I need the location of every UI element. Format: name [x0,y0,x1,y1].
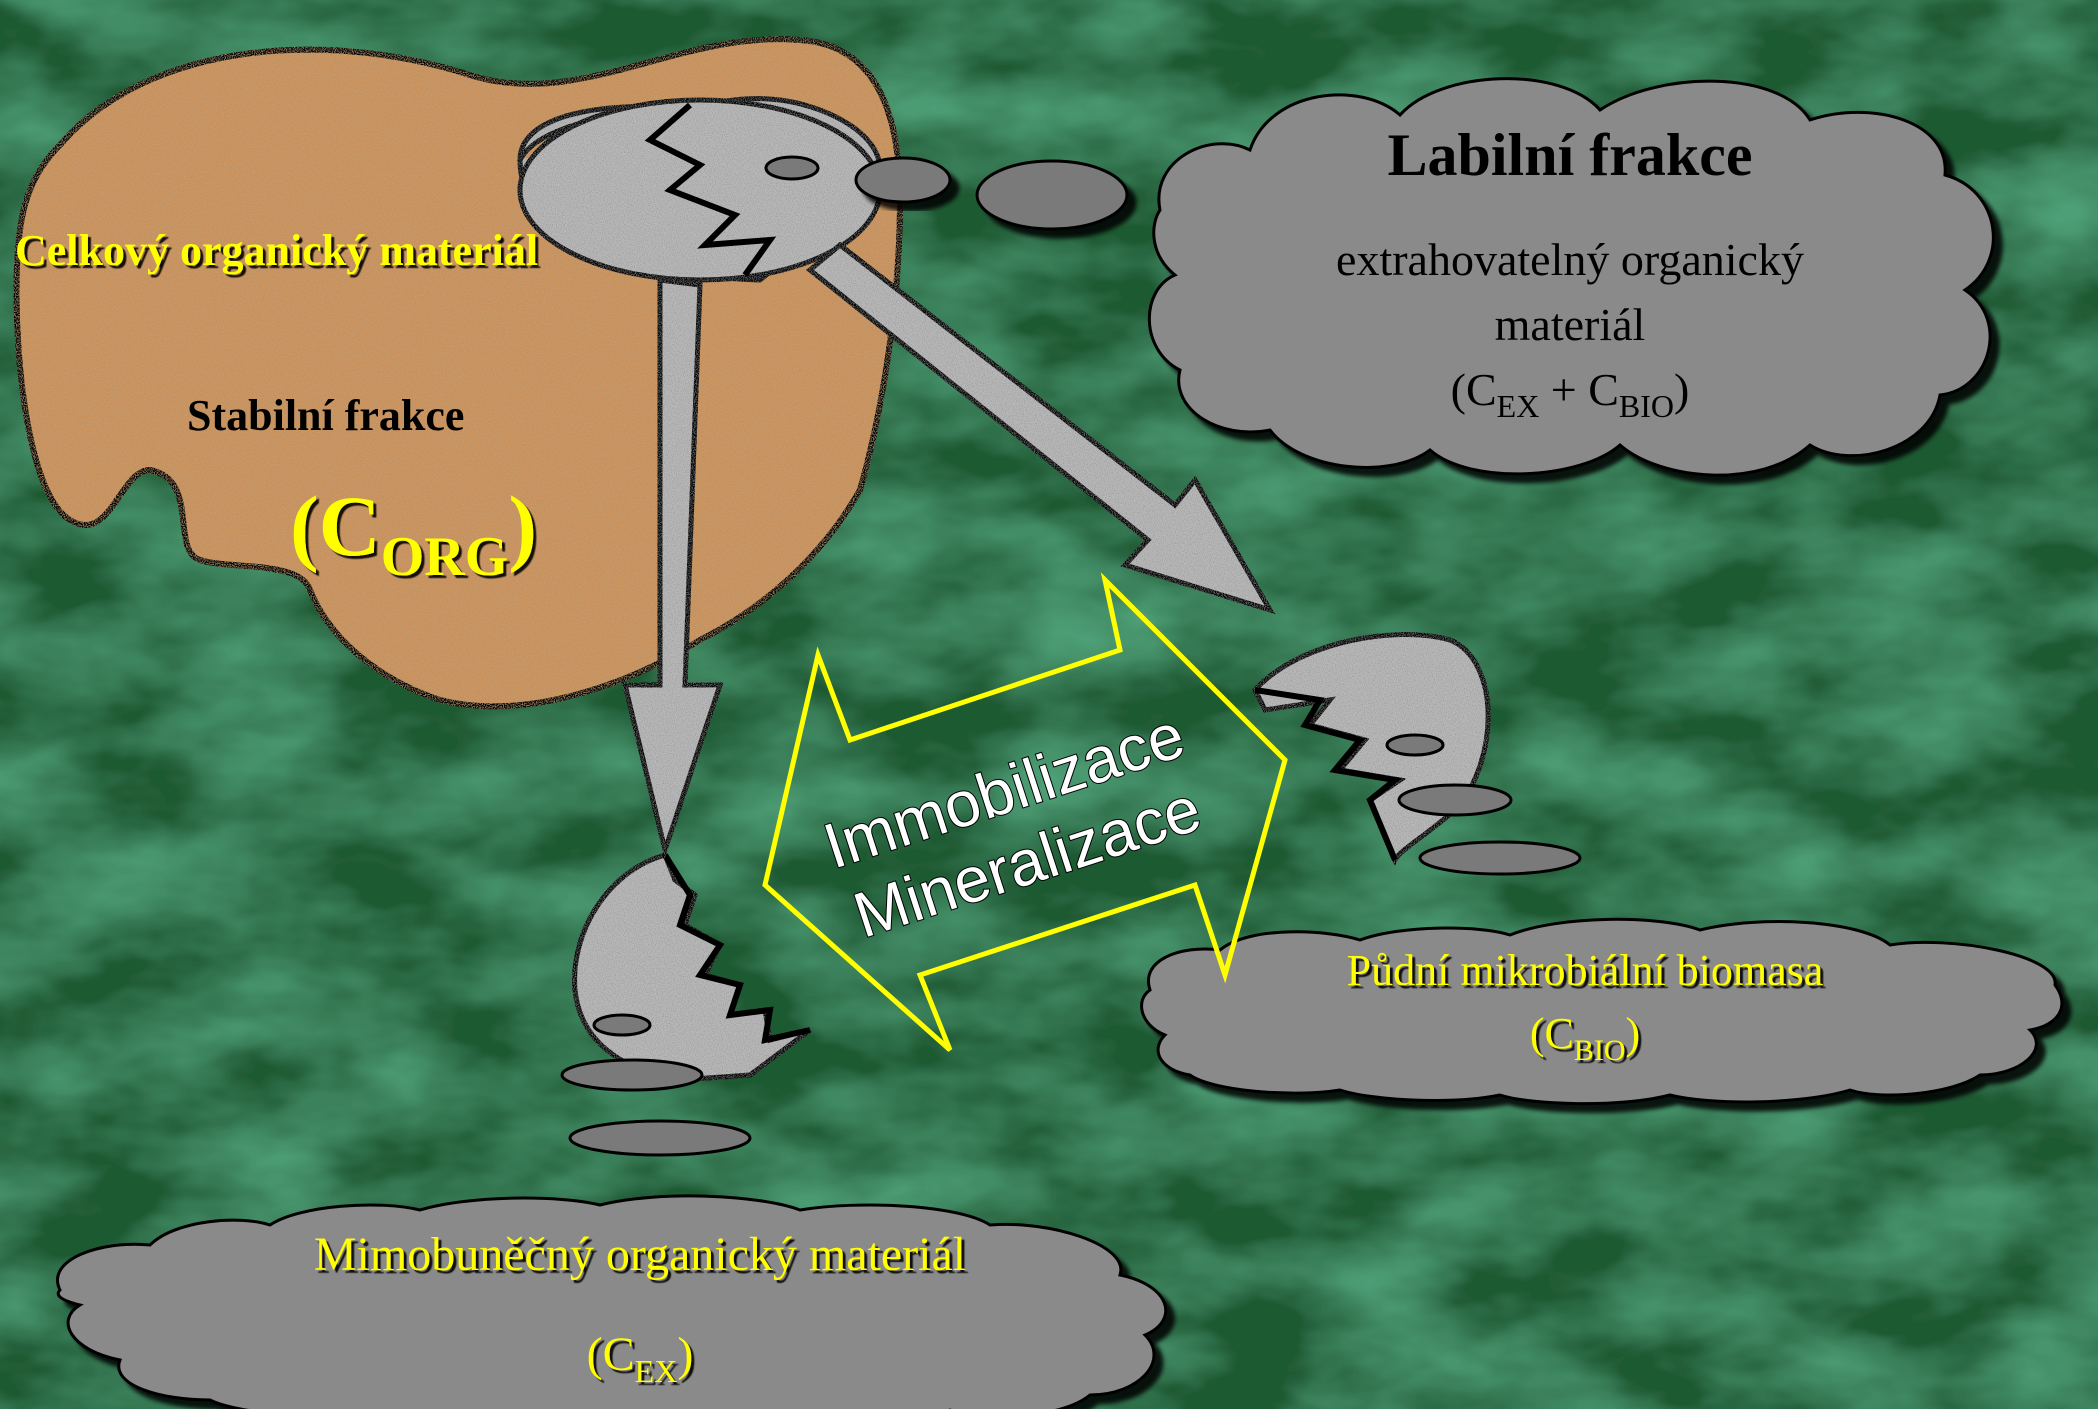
labile-line2: materiál [1495,299,1646,350]
right-bubble-2 [1420,842,1580,874]
stable-symbol-subscript: ORG [381,526,509,588]
labile-line1: extrahovatelný organický [1336,234,1804,285]
top-fragment-body [520,100,880,280]
left-bubble-1 [562,1060,702,1090]
right-fragment-eye [1387,735,1443,755]
extracellular-label: Mimobuněčný organický materiál [314,1228,966,1281]
left-fragment-eye [594,1015,650,1035]
right-bubble-1 [1399,785,1511,815]
top-fragment-eye [766,157,818,179]
total-organic-label: Celkový organický materiál [15,226,538,275]
stable-fraction-label: Stabilní frakce [187,391,464,440]
labile-title: Labilní frakce [1387,122,1752,188]
biomass-label: Půdní mikrobiální biomasa [1347,946,1824,995]
bubble-small [856,158,950,202]
bubble-medium [977,161,1127,229]
left-bubble-2 [570,1121,750,1155]
